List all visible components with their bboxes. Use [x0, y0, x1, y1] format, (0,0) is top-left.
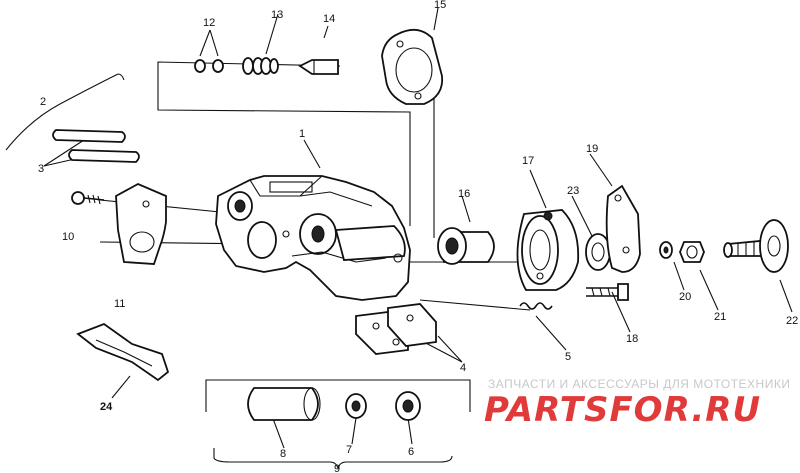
o-rings-part-12 [194, 29, 224, 73]
callout-9: 9 [334, 463, 340, 473]
callout-4: 4 [460, 362, 466, 374]
spring-part-13 [242, 13, 279, 75]
housing-part-17 [516, 209, 580, 291]
callout-7: 7 [346, 444, 352, 456]
callout-2: 2 [40, 96, 46, 108]
clip-part-24 [76, 322, 170, 382]
seal-part-6 [395, 391, 421, 421]
brake-pads-part-4 [355, 303, 437, 355]
callout-10: 10 [62, 231, 74, 243]
watermark-tagline: ЗАПЧАСТИ И АКСЕССУАРЫ ДЛЯ МОТОТЕХНИКИ [488, 377, 791, 391]
plate-part-11 [115, 183, 167, 265]
bracket-part-2 [117, 73, 125, 81]
callout-18: 18 [626, 333, 638, 345]
callout-8: 8 [280, 448, 286, 460]
callout-22: 22 [786, 315, 798, 327]
pins-part-3 [52, 129, 140, 163]
callout-1: 1 [299, 128, 305, 140]
seal-part-7 [345, 393, 367, 419]
washer-part-20 [659, 241, 673, 259]
callout-15: 15 [434, 0, 446, 11]
callout-labels: 1 2 3 4 5 6 7 8 9 10 11 12 13 14 15 16 1… [38, 0, 798, 473]
caliper-body-part-1 [215, 175, 411, 301]
callout-19: 19 [586, 143, 598, 155]
screw-part-10 [71, 191, 105, 205]
callout-3: 3 [38, 163, 44, 175]
callout-5: 5 [565, 351, 571, 363]
callout-12: 12 [203, 17, 215, 29]
callout-16: 16 [458, 188, 470, 200]
adjuster-part-22 [723, 219, 789, 273]
bolt-part-18 [586, 283, 629, 301]
pin-part-14 [298, 59, 339, 75]
bushing-part-16 [437, 227, 495, 265]
callout-24: 24 [100, 401, 113, 413]
callout-23: 23 [567, 185, 579, 197]
callout-13: 13 [271, 9, 283, 21]
callout-11: 11 [114, 298, 125, 310]
callout-17: 17 [522, 155, 534, 167]
watermark-brand: PARTSFOR.RU [484, 390, 762, 430]
spring-part-5 [519, 302, 553, 310]
callout-21: 21 [714, 311, 726, 323]
callout-14: 14 [323, 13, 335, 25]
callout-20: 20 [679, 291, 691, 303]
callout-6: 6 [408, 446, 414, 458]
nut-part-21 [679, 241, 705, 263]
gasket-part-15 [381, 28, 444, 105]
piston-part-8 [247, 387, 321, 421]
arm-part-19 [605, 184, 641, 273]
